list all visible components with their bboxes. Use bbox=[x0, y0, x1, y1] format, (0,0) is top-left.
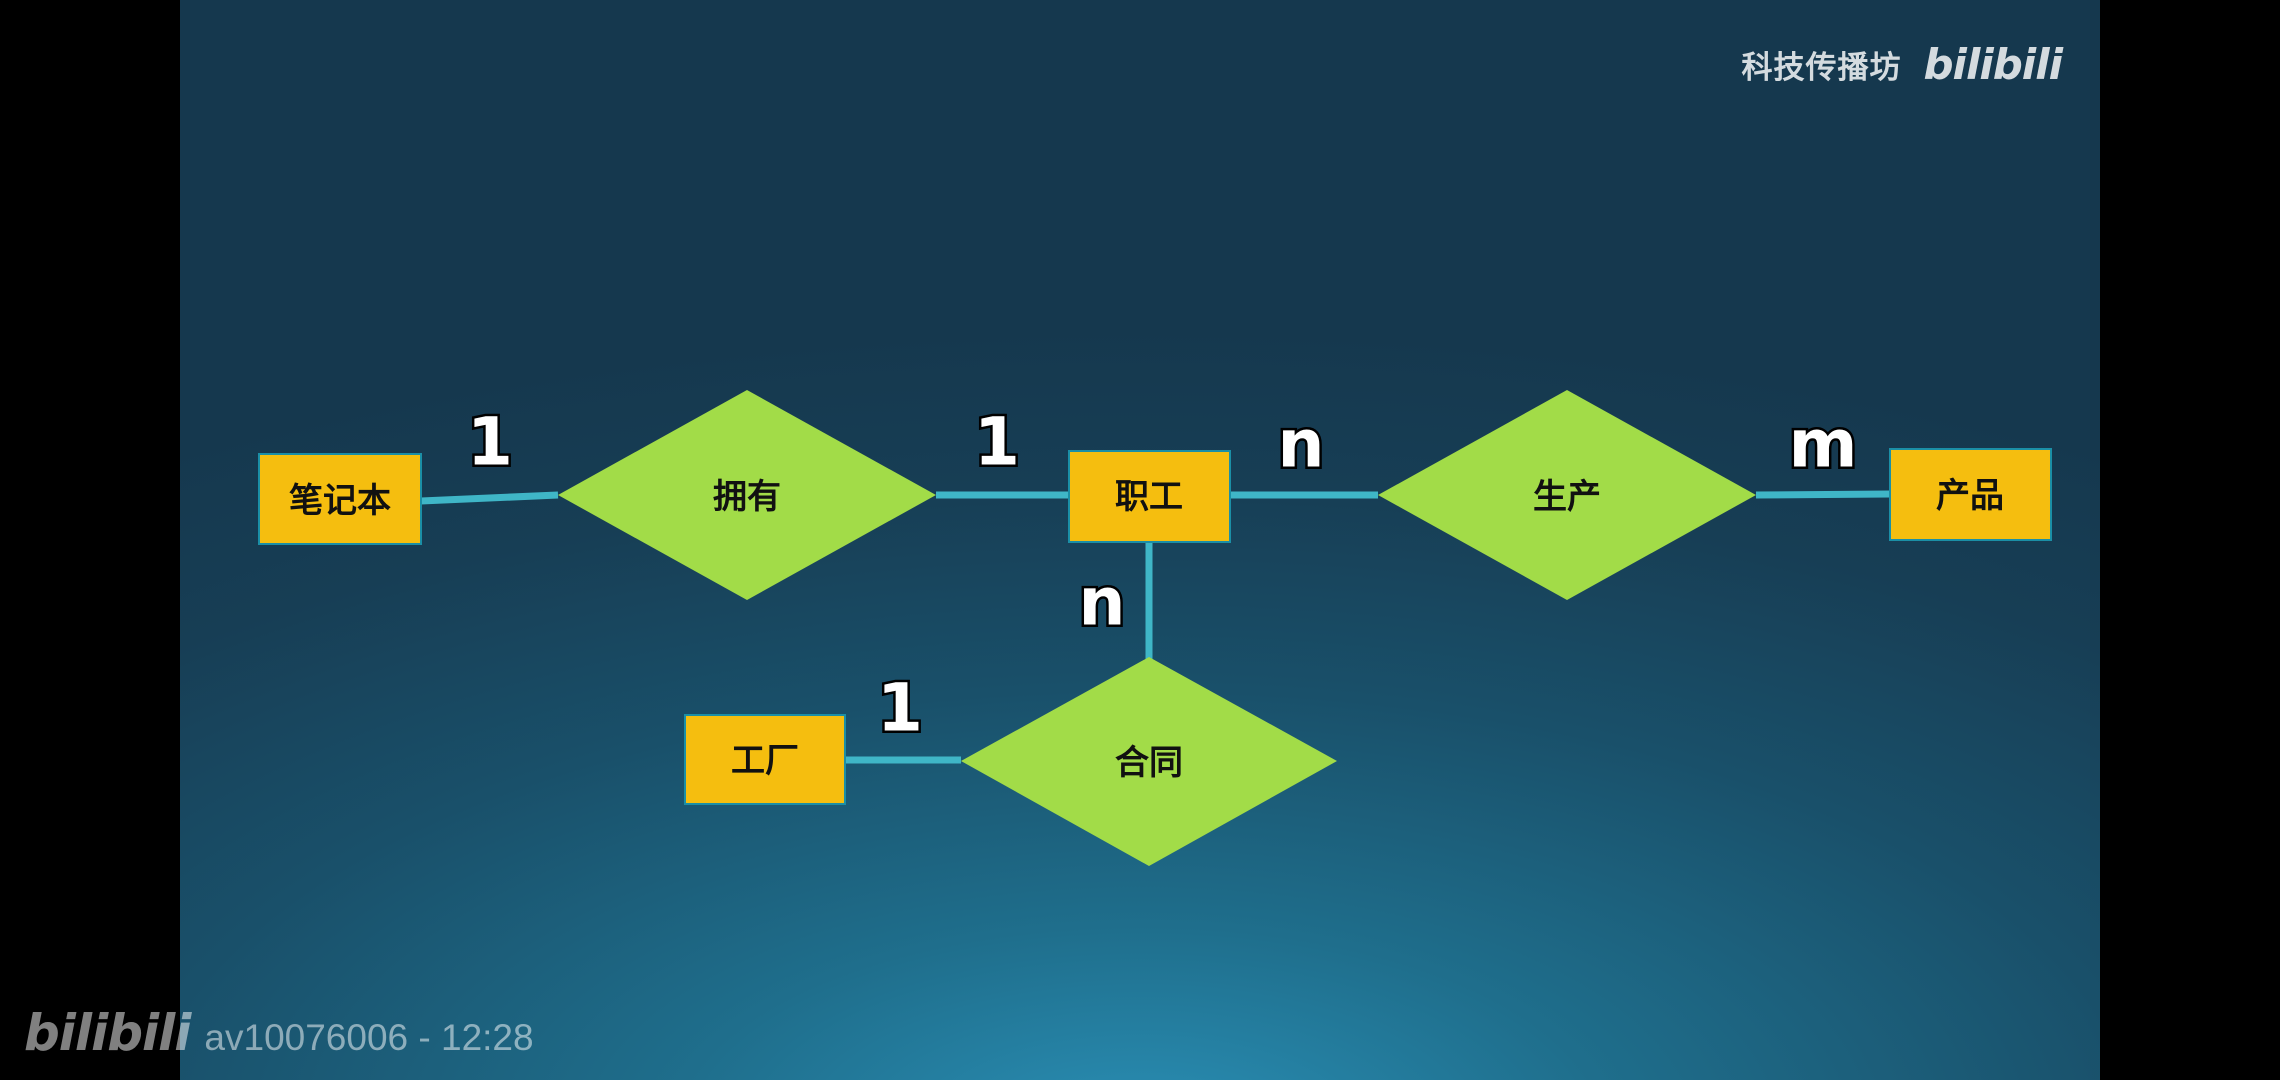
connector-produce-product bbox=[1755, 490, 1891, 499]
video-id-timestamp: av10076006 - 12:28 bbox=[204, 1017, 534, 1058]
entity-factory bbox=[684, 714, 846, 805]
relationship-produce bbox=[1378, 390, 1756, 600]
cardinality-factory-contract: 1 bbox=[877, 670, 923, 747]
entity-employee bbox=[1068, 450, 1231, 543]
entity-product bbox=[1889, 448, 2052, 541]
relationship-contract bbox=[961, 657, 1337, 866]
cardinality-notebook-own: 1 bbox=[467, 404, 513, 481]
relationship-own bbox=[558, 390, 936, 600]
cardinality-produce-product: m bbox=[1789, 406, 1858, 483]
entity-employee-label: 职工 bbox=[1115, 477, 1183, 517]
connector-notebook-own bbox=[420, 491, 559, 505]
entity-notebook-label: 笔记本 bbox=[289, 481, 391, 521]
cardinality-employee-contract: n bbox=[1079, 564, 1126, 641]
entity-factory-label: 工厂 bbox=[731, 741, 799, 781]
entity-notebook bbox=[258, 453, 422, 545]
relationship-produce-label: 生产 bbox=[1533, 477, 1601, 517]
bilibili-logo-icon: bilibili bbox=[1923, 40, 2063, 89]
entity-product-label: 产品 bbox=[1936, 476, 2004, 516]
relationship-contract-label: 合同 bbox=[1115, 743, 1183, 783]
relationship-own-label: 拥有 bbox=[713, 477, 781, 517]
er-diagram: 拥有 生产 合同 笔记本 职工 产品 工厂 1 1 n m n 1 bbox=[258, 390, 2052, 866]
cardinality-own-employee: 1 bbox=[974, 404, 1020, 481]
channel-watermark: 科技传播坊 bilibili bbox=[1741, 40, 2063, 89]
cardinality-employee-produce: n bbox=[1278, 406, 1325, 483]
channel-name: 科技传播坊 bbox=[1741, 50, 1902, 86]
bilibili-logo-icon: bilibili bbox=[24, 1004, 191, 1062]
video-frame[interactable]: 拥有 生产 合同 笔记本 职工 产品 工厂 1 1 n m n 1 科技传播坊 … bbox=[180, 0, 2100, 1080]
footer-watermark: bilibili av10076006 - 12:28 bbox=[24, 1004, 534, 1062]
